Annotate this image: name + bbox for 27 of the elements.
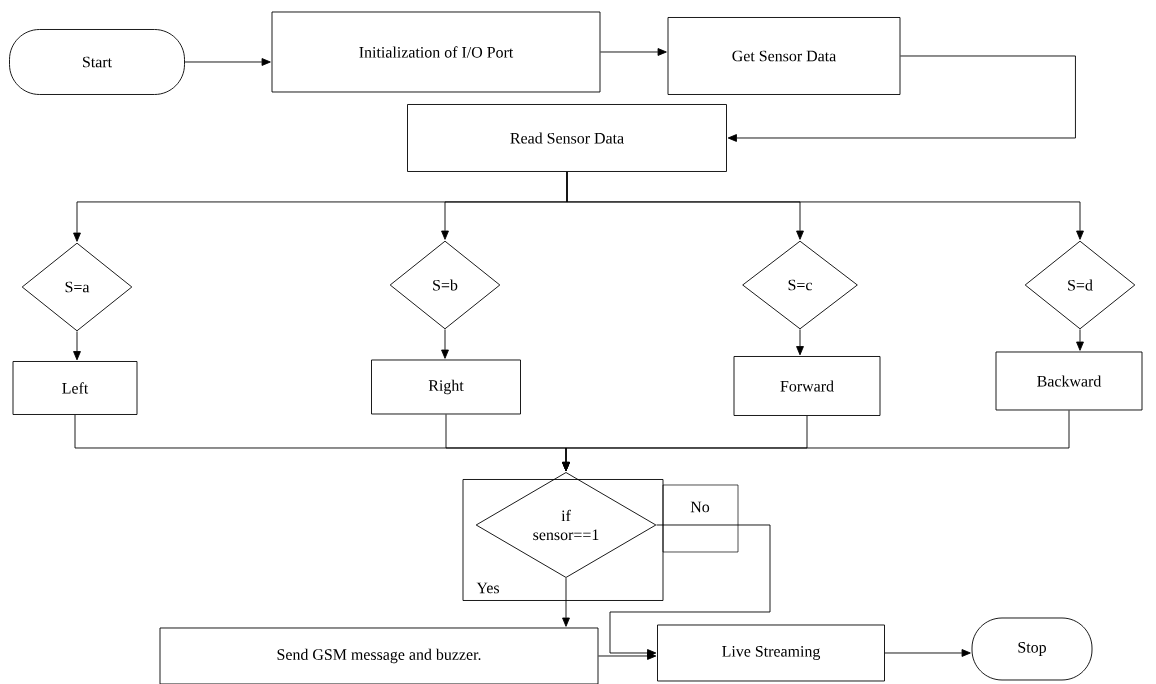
arrow [562, 410, 1070, 472]
process-box: Get Sensor Data [667, 17, 901, 95]
arrow [441, 329, 449, 359]
arrow [1076, 329, 1084, 351]
process-box: Read Sensor Data [407, 104, 727, 172]
arrow [884, 649, 971, 657]
process-box: Left [12, 361, 138, 415]
arrow [566, 171, 1084, 240]
process-box: Forward [733, 356, 881, 416]
arrow [598, 652, 657, 660]
frame-box [462, 479, 664, 601]
arrow [609, 524, 771, 657]
arrow [184, 58, 271, 66]
process-box: Backward [995, 351, 1143, 411]
arrow [796, 329, 804, 356]
arrow [562, 577, 570, 627]
arrow [600, 48, 667, 56]
process-box: Initialization of I/O Port [271, 11, 601, 93]
edge-label: No [662, 484, 739, 553]
process-box: Live Streaming [657, 624, 885, 682]
process-box: Send GSM message and buzzer. [159, 627, 599, 684]
terminal-box: Stop [971, 617, 1093, 681]
process-box: Right [371, 359, 521, 415]
arrow [73, 331, 81, 361]
edge-label: Yes [476, 582, 500, 594]
arrow [727, 55, 1076, 142]
terminal-box: Start [9, 29, 185, 95]
